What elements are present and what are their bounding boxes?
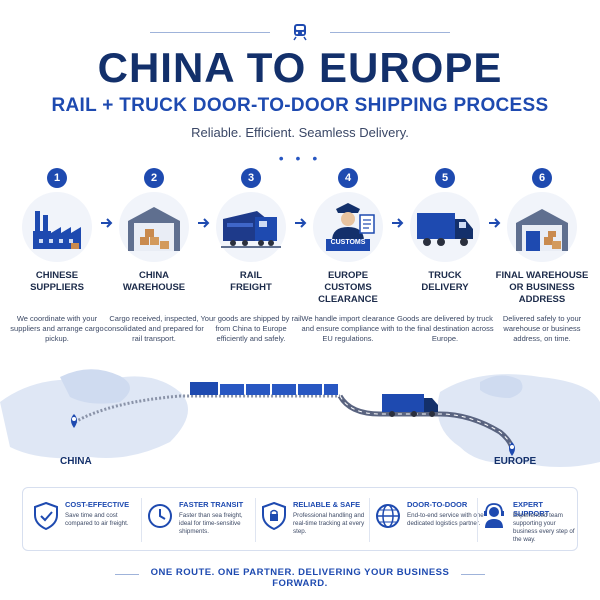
- benefit-expert-support: EXPERT SUPPORT Experienced team supporti…: [481, 496, 575, 546]
- customs-badge: CUSTOMS: [330, 239, 366, 246]
- divider-line-left: [150, 32, 270, 33]
- step-number: 4: [338, 168, 358, 188]
- step-description: We handle import clearance and ensure co…: [301, 314, 395, 343]
- tagline: Reliable. Efficient. Seamless Delivery.: [191, 125, 409, 140]
- step-number: 2: [144, 168, 164, 188]
- step-icon-circle: [119, 192, 189, 262]
- benefit-divider: [477, 498, 478, 542]
- step-title: RAIL FREIGHT: [230, 270, 272, 293]
- arrow-right-icon: [101, 218, 113, 228]
- step-title: CHINESE SUPPLIERS: [30, 270, 84, 293]
- benefit-description: Save time and cost compared to air freig…: [65, 512, 129, 527]
- arrow-right-icon: [392, 218, 404, 228]
- step-title: CHINA WAREHOUSE: [122, 270, 186, 293]
- arrow-right-icon: [489, 218, 501, 228]
- final-warehouse-icon: [516, 209, 568, 251]
- step-title: TRUCK DELIVERY: [421, 270, 469, 293]
- arrow-right-icon: [198, 218, 210, 228]
- train-icon: [221, 211, 281, 248]
- process-steps: 1 CHINESE SUPPLIERS We coordinate with y…: [10, 168, 588, 358]
- globe-icon: [376, 504, 400, 528]
- step-icon-circle: [313, 192, 383, 262]
- route-map: CHINA EUROPE: [0, 362, 600, 482]
- page-title: CHINA TO EUROPE: [97, 44, 503, 91]
- divider-line-right: [330, 32, 450, 33]
- benefit-description: Faster than sea freight, ideal for time-…: [179, 512, 243, 535]
- top-decoration: [0, 22, 600, 42]
- benefit-description: Professional handling and real-time trac…: [293, 512, 365, 535]
- step-icon-circle: [410, 192, 480, 262]
- benefit-title: DOOR-TO-DOOR: [407, 500, 468, 509]
- step-number: 5: [435, 168, 455, 188]
- benefit-reliable-safe: RELIABLE & SAFE Professional handling an…: [261, 496, 367, 546]
- dots-decoration: • • •: [278, 150, 322, 166]
- benefit-title: COST-EFFECTIVE: [65, 500, 130, 509]
- step-number: 6: [532, 168, 552, 188]
- shield-lock-icon: [262, 502, 286, 530]
- step-number: 1: [47, 168, 67, 188]
- benefit-cost-effective: COST-EFFECTIVE Save time and cost compar…: [33, 496, 139, 546]
- step-number: 3: [241, 168, 261, 188]
- benefit-title: RELIABLE & SAFE: [293, 500, 361, 509]
- benefit-title: FASTER TRANSIT: [179, 500, 244, 509]
- clock-icon: [148, 504, 172, 528]
- benefit-faster-transit: FASTER TRANSIT Faster than sea freight, …: [147, 496, 253, 546]
- step-title: FINAL WAREHOUSE OR BUSINESS ADDRESS: [495, 270, 589, 305]
- warehouse-icon: [128, 207, 180, 251]
- benefits-panel: COST-EFFECTIVE Save time and cost compar…: [22, 487, 578, 551]
- arrow-right-icon: [295, 218, 307, 228]
- step-icon-circle: [507, 192, 577, 262]
- benefit-title: EXPERT SUPPORT: [513, 500, 550, 518]
- benefit-description: Experienced team supporting your busines…: [513, 512, 575, 543]
- footer-line-right: [461, 574, 485, 575]
- benefit-door-to-door: DOOR-TO-DOOR End-to-end service with one…: [375, 496, 484, 546]
- benefit-divider: [369, 498, 370, 542]
- footer: ONE ROUTE. ONE PARTNER. DELIVERING YOUR …: [0, 567, 600, 589]
- shield-check-icon: [34, 502, 58, 530]
- step-icon-circle: [216, 192, 286, 262]
- customs-officer-icon: [326, 203, 375, 251]
- step-icon-circle: [22, 192, 92, 262]
- benefit-description: End-to-end service with one dedicated lo…: [407, 512, 484, 527]
- step-description: Your goods are shipped by rail from Chin…: [200, 314, 302, 343]
- footer-slogan: ONE ROUTE. ONE PARTNER. DELIVERING YOUR …: [150, 567, 450, 589]
- benefit-divider: [141, 498, 142, 542]
- europe-pin-icon: [509, 442, 515, 456]
- train-icon: [293, 24, 307, 41]
- step-description: Goods are delivered by truck to the fina…: [396, 314, 494, 343]
- china-pin-icon: [71, 414, 77, 428]
- footer-line-left: [115, 574, 139, 575]
- train-graphic: [190, 382, 338, 395]
- step-title: EUROPE CUSTOMS CLEARANCE: [318, 270, 378, 305]
- truck-graphic: [382, 394, 438, 417]
- benefit-divider: [255, 498, 256, 542]
- factory-icon: [33, 211, 81, 249]
- europe-label: EUROPE: [494, 456, 537, 467]
- page-subtitle: RAIL + TRUCK DOOR-TO-DOOR SHIPPING PROCE…: [51, 95, 549, 116]
- step-description: Cargo received, inspected, consolidated …: [104, 314, 204, 343]
- step-description: We coordinate with your suppliers and ar…: [10, 314, 104, 343]
- step-description: Delivered safely to your warehouse or bu…: [502, 314, 582, 343]
- truck-icon: [417, 213, 473, 246]
- headset-icon: [484, 503, 504, 528]
- route-map-graphic: [0, 369, 600, 467]
- china-label: CHINA: [60, 456, 92, 467]
